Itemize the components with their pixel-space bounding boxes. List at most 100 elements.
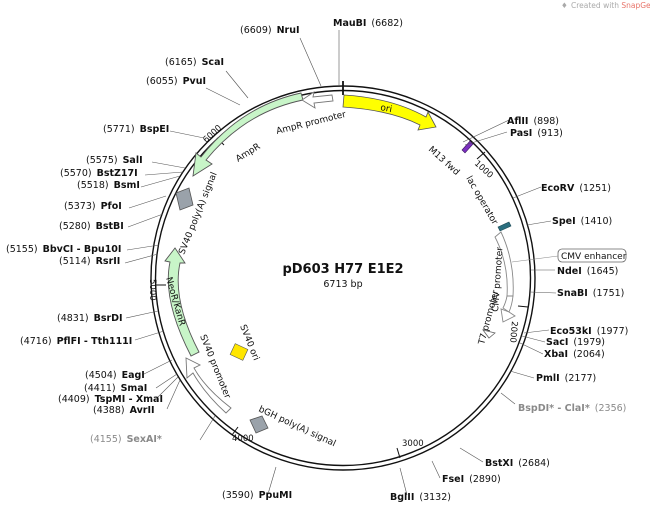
site-tspmi-xmai-name: TspMI - XmaI: [95, 394, 163, 405]
site-bstbi[interactable]: (5280)BstBI: [59, 221, 124, 232]
site-avrii-name: AvrII: [130, 405, 155, 416]
site-bstxi[interactable]: BstXI (2684): [485, 458, 550, 469]
cmv-promoter-arrowhead: [500, 308, 516, 323]
site-bbvci-bpu10i[interactable]: (5155) BbvCI - Bpu10I: [6, 244, 121, 255]
site-bglii[interactable]: BglII(3132): [390, 492, 451, 503]
site-snabi[interactable]: SnaBI(1751): [557, 288, 624, 299]
site-ecorv-pos: (1251): [579, 183, 611, 194]
site-bstz17i-pos: (5570): [60, 168, 92, 179]
site-bglii-pos: (3132): [419, 492, 451, 503]
site-fsei[interactable]: FseI(2890): [442, 474, 501, 485]
sv40-promoter-feature[interactable]: [185, 357, 232, 414]
site-pfoi[interactable]: (5373) PfoI: [64, 201, 122, 212]
site-bspdi-clai[interactable]: BspDI* - ClaI*(2356): [518, 403, 626, 414]
site-ndei-pos: (1645): [587, 266, 619, 277]
site-maubi-name: MauBI: [333, 18, 366, 29]
cmv-promoter-feature[interactable]: [502, 295, 514, 313]
site-pfoi-pos: (5373): [64, 201, 96, 212]
site-pvui[interactable]: (6055)PvuI: [146, 76, 206, 87]
site-eco53ki[interactable]: Eco53kI(1977): [550, 326, 628, 337]
site-ndei-name: NdeI: [557, 266, 582, 277]
site-sexai[interactable]: (4155) SexAI*: [90, 434, 162, 445]
site-ppumi[interactable]: (3590) PpuMI: [222, 490, 292, 501]
lac-operator-feature[interactable]: [497, 221, 512, 232]
site-bstz17i[interactable]: (5570)BstZ17I: [60, 168, 138, 179]
site-nrui-name: NruI: [277, 25, 300, 36]
site-smai[interactable]: (4411)SmaI: [84, 383, 147, 394]
svg-text:Created with SnapGene®: Created with SnapGene®: [571, 1, 650, 10]
site-bsrdi-pos: (4831): [57, 313, 89, 324]
site-pflfi-tth111i-pos: (4716): [20, 336, 52, 347]
site-nrui[interactable]: (6609)NruI: [240, 25, 300, 36]
site-xbai-name: XbaI: [544, 349, 568, 360]
site-avrii[interactable]: (4388)AvrII: [93, 405, 155, 416]
site-eagi-name: EagI: [122, 370, 145, 381]
brand-leaf-icon: ♦: [561, 1, 568, 10]
site-xbai[interactable]: XbaI(2064): [544, 349, 605, 360]
site-bspei[interactable]: (5771)BspEI: [103, 124, 169, 135]
site-sexai-pos: (4155): [90, 434, 122, 445]
site-pfoi-name: PfoI: [101, 201, 122, 212]
site-bbvci-bpu10i-pos: (5155): [6, 244, 38, 255]
tick-2000: 2000: [507, 321, 519, 343]
ori-feature[interactable]: [342, 94, 437, 131]
site-ppumi-name: PpuMI: [259, 490, 293, 501]
neor-kanr-feature[interactable]: [164, 247, 200, 357]
ampr-feature[interactable]: [192, 92, 304, 177]
site-aflii[interactable]: AflII (898): [507, 116, 559, 127]
site-sexai-name: SexAI*: [127, 434, 162, 445]
site-bspei-name: BspEI: [140, 124, 170, 135]
site-spei-pos: (1410): [581, 216, 613, 227]
site-eagi[interactable]: (4504) EagI: [85, 370, 145, 381]
bgh-polya-feature[interactable]: [249, 415, 269, 434]
site-bsrdi-name: BsrDI: [94, 313, 123, 324]
site-bstxi-pos: (2684): [518, 458, 550, 469]
sv40-polya-feature[interactable]: [175, 187, 194, 211]
site-bsrdi[interactable]: (4831) BsrDI: [57, 313, 123, 324]
ampr-label: AmpR: [234, 142, 262, 165]
site-ppumi-pos: (3590): [222, 490, 254, 501]
site-aflii-pos: (898): [533, 116, 559, 127]
site-pflfi-tth111i-name: PflFI - Tth111I: [57, 336, 133, 347]
site-sali-name: SalI: [123, 155, 143, 166]
site-tspmi-xmai[interactable]: (4409)TspMI - XmaI: [58, 394, 163, 405]
site-scai-name: ScaI: [202, 57, 224, 68]
site-saci[interactable]: SacI(1979): [546, 337, 605, 348]
site-pasi-name: PasI: [510, 128, 532, 139]
site-rsrii-pos: (5114): [59, 256, 91, 267]
site-sali[interactable]: (5575) SalI: [86, 155, 143, 166]
site-smai-pos: (4411): [84, 383, 116, 394]
site-ecorv[interactable]: EcoRV(1251): [541, 183, 611, 194]
tick-4000: 4000: [232, 434, 254, 444]
site-maubi[interactable]: MauBI(6682): [333, 18, 403, 29]
site-spei[interactable]: SpeI(1410): [552, 216, 612, 227]
site-pasi[interactable]: PasI(913): [510, 128, 563, 139]
site-bsmi[interactable]: (5518)BsmI: [77, 180, 140, 191]
cmv-enhancer-label-box: [557, 248, 627, 263]
site-eagi-pos: (4504): [85, 370, 117, 381]
cmv-enhancer-leader: [511, 255, 559, 263]
sv40-ori-feature[interactable]: [229, 343, 249, 361]
ampr-promoter-label: AmpR promoter: [275, 110, 347, 137]
site-aflii-name: AflII: [507, 116, 528, 127]
t7-promoter-feature[interactable]: [482, 329, 496, 339]
tick-3000: 3000: [402, 439, 424, 449]
site-pflfi-tth111i[interactable]: (4716) PflFI - Tth111I: [20, 336, 132, 347]
site-eco53ki-pos: (1977): [597, 326, 629, 337]
site-pmli-name: PmlI: [536, 373, 560, 384]
site-bbvci-bpu10i-name: BbvCI - Bpu10I: [43, 244, 122, 255]
site-bsmi-pos: (5518): [77, 180, 109, 191]
site-ndei[interactable]: NdeI (1645): [557, 266, 618, 277]
site-fsei-pos: (2890): [469, 474, 501, 485]
site-rsrii[interactable]: (5114)RsrII: [59, 256, 120, 267]
sv40-promoter-label: SV40 promoter: [197, 333, 232, 400]
site-sali-pos: (5575): [86, 155, 118, 166]
ampr-promoter-feature[interactable]: [301, 91, 334, 109]
site-bstxi-name: BstXI: [485, 458, 513, 469]
site-snabi-pos: (1751): [593, 288, 625, 299]
site-scai[interactable]: (6165)ScaI: [165, 57, 224, 68]
plasmid-name: pD603 H77 E1E2: [282, 262, 403, 277]
site-pmli[interactable]: PmlI(2177): [536, 373, 596, 384]
